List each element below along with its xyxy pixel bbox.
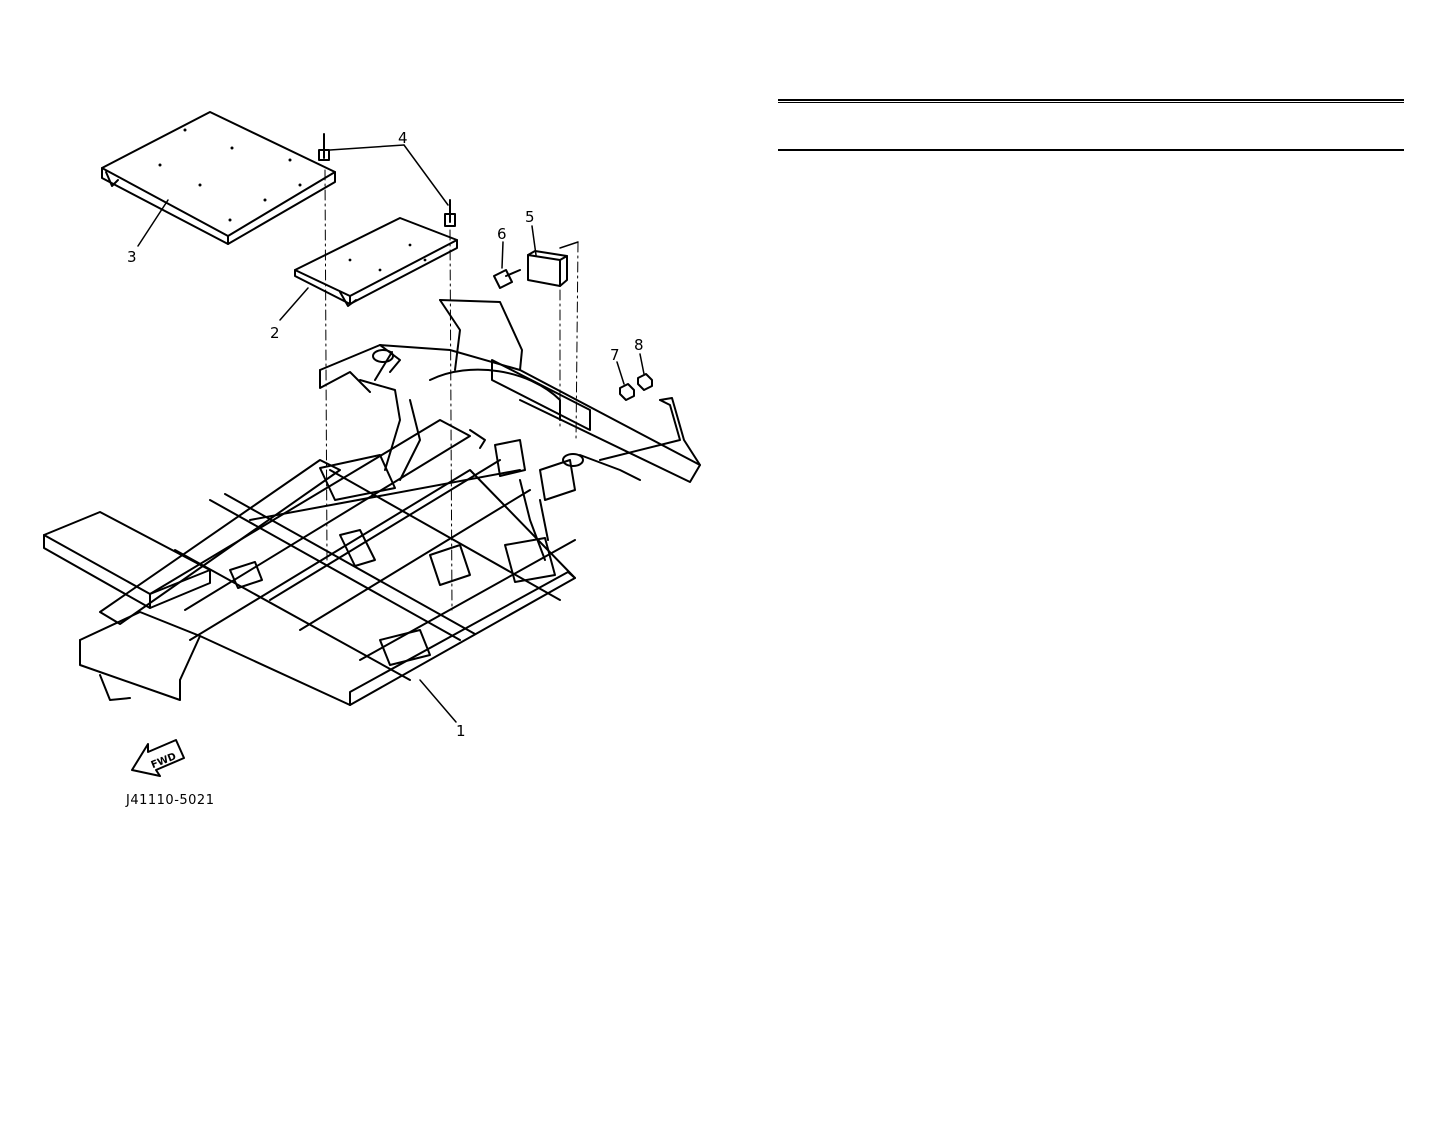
callout-1: 1 — [456, 722, 466, 740]
callout-2: 2 — [270, 324, 280, 342]
figure-code: J41110-5021 — [125, 793, 214, 808]
callout-5: 5 — [525, 208, 535, 226]
callout-6: 6 — [497, 225, 507, 243]
callout-3: 3 — [127, 248, 137, 266]
parts-table-header-rule — [778, 149, 1404, 151]
callout-labels: 1 2 3 4 5 6 7 8 — [127, 129, 644, 740]
fwd-label: FWD — [150, 751, 178, 771]
assembly-lines — [324, 169, 579, 611]
part-4-bolts — [318, 133, 456, 227]
part-7-nut — [619, 383, 635, 401]
fwd-arrow-icon — [131, 739, 185, 777]
part-8-nut — [637, 373, 653, 391]
part-3-floor-panel — [101, 111, 336, 245]
part-5-bracket — [527, 250, 568, 287]
callout-8: 8 — [634, 336, 644, 354]
part-1-frame — [43, 299, 701, 706]
part-6-bolt — [493, 269, 521, 289]
leader-lines — [137, 144, 645, 723]
callout-4: 4 — [398, 129, 408, 147]
callout-7: 7 — [610, 346, 620, 364]
parts-table-top-rule — [778, 99, 1404, 103]
part-2-plate — [294, 217, 458, 307]
